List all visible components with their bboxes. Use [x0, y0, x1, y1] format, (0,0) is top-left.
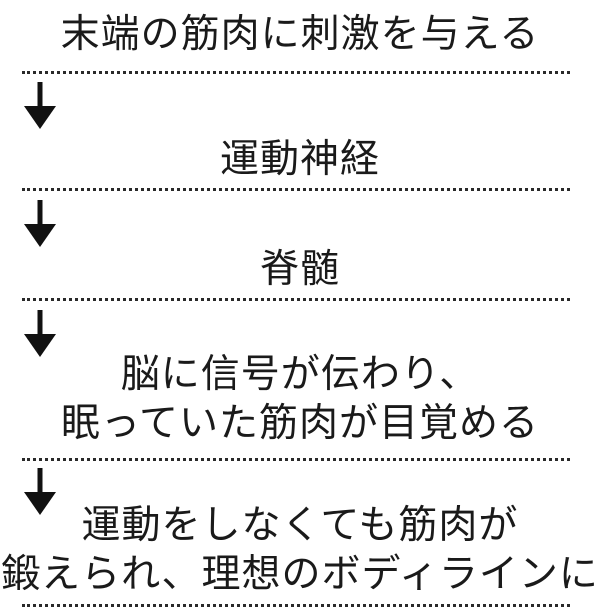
step-5-line-2: 鍛えられ、理想のボディラインに	[1, 552, 599, 597]
step-5-line-1: 運動をしなくても筋肉が	[81, 503, 519, 548]
step-4: 脳に信号が伝わり、 眠っていた筋肉が目覚める	[0, 350, 600, 448]
arrow-down-icon	[22, 82, 58, 130]
arrow-down-icon	[22, 200, 58, 248]
arrow-down-icon	[22, 468, 58, 516]
divider-4	[22, 458, 570, 461]
step-2: 運動神経	[0, 135, 600, 184]
divider-3	[22, 298, 570, 301]
step-1: 末端の筋肉に刺激を与える	[0, 10, 600, 59]
step-3-line-1: 脊髄	[259, 247, 340, 292]
step-3: 脊髄	[0, 245, 600, 294]
step-5: 運動をしなくても筋肉が 鍛えられ、理想のボディラインに	[0, 501, 600, 599]
step-4-line-2: 眠っていた筋肉が目覚める	[60, 401, 540, 446]
step-2-line-1: 運動神経	[219, 137, 380, 182]
step-1-line-1: 末端の筋肉に刺激を与える	[60, 12, 540, 57]
divider-2	[22, 188, 570, 191]
divider-1	[22, 71, 570, 74]
divider-5	[22, 604, 570, 607]
step-4-line-1: 脳に信号が伝わり、	[120, 352, 480, 397]
arrow-down-icon	[22, 310, 58, 358]
